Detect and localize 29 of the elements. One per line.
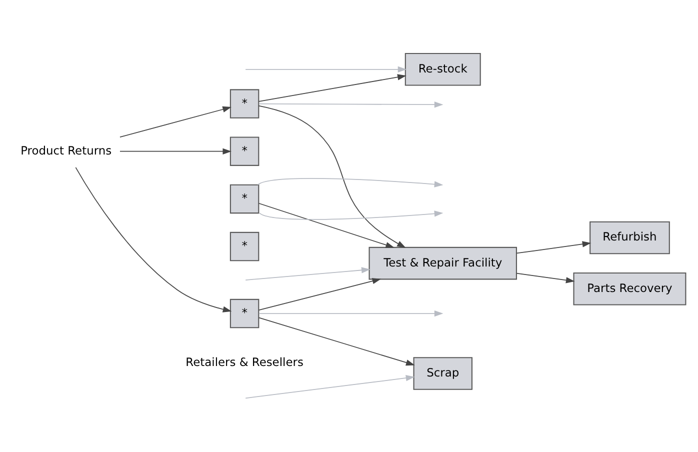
arrow	[120, 106, 232, 138]
node-box: Refurbish	[590, 221, 670, 254]
arrow	[258, 317, 415, 366]
arrow	[258, 278, 382, 311]
arrow	[75, 167, 232, 312]
arrow	[257, 178, 444, 188]
arrow	[258, 105, 406, 248]
node-box: Re-stock	[404, 53, 481, 86]
node-box: Parts Recovery	[573, 272, 686, 306]
node-box: *	[230, 184, 260, 214]
arrow	[259, 210, 444, 220]
node-box: Test & Repair Facility	[368, 246, 517, 280]
arrow	[245, 66, 407, 72]
arrow	[516, 241, 592, 254]
arrow	[245, 374, 415, 399]
label: Retailers & Resellers	[186, 354, 304, 369]
arrow	[258, 74, 406, 102]
arrow	[120, 148, 232, 154]
node-box: *	[230, 298, 260, 328]
arrow	[258, 102, 444, 108]
node-box: *	[230, 89, 260, 118]
arrow	[258, 310, 444, 317]
arrow	[258, 202, 395, 248]
arrow	[516, 272, 575, 284]
arrow	[245, 267, 370, 280]
node-text: Product Returns	[20, 143, 112, 158]
node-box: Scrap	[413, 357, 472, 390]
node-box: *	[230, 136, 260, 166]
node-box: *	[230, 232, 260, 262]
